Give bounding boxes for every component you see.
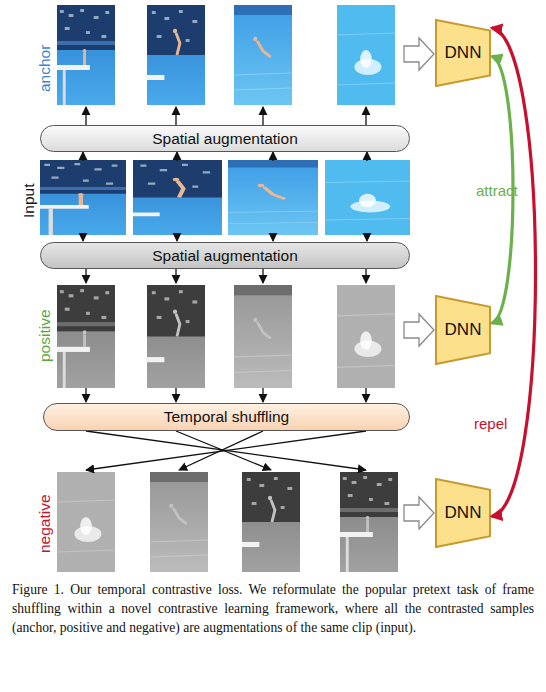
row-label: anchor [36,45,54,92]
row-label: positive [36,309,54,362]
band-label: Spatial augmentation [152,247,298,265]
network-block: DNN [436,296,490,364]
process-band: Temporal shuffling [43,403,410,431]
band-label: Temporal shuffling [164,408,290,426]
input-frames [40,160,410,235]
process-band: Spatial augmentation [40,242,410,269]
block-arrows [404,38,434,529]
network-block: DNN [436,20,490,86]
network-block: DNN [436,479,490,547]
edge-label: attract [476,182,518,199]
network-label: DNN [445,320,482,340]
anchor-frames [57,5,395,105]
row-label: Input [20,184,38,218]
edge-label: repel [474,415,507,432]
band-label: Spatial augmentation [152,130,298,148]
positive-frames [57,285,395,388]
contrast-arrow [492,28,536,516]
process-band: Spatial augmentation [40,125,410,152]
negative-frames [57,472,398,572]
figure-caption: Figure 1. Our temporal contrastive loss.… [12,580,534,637]
network-label: DNN [445,43,482,63]
network-label: DNN [445,503,482,523]
row-label: negative [36,494,54,553]
